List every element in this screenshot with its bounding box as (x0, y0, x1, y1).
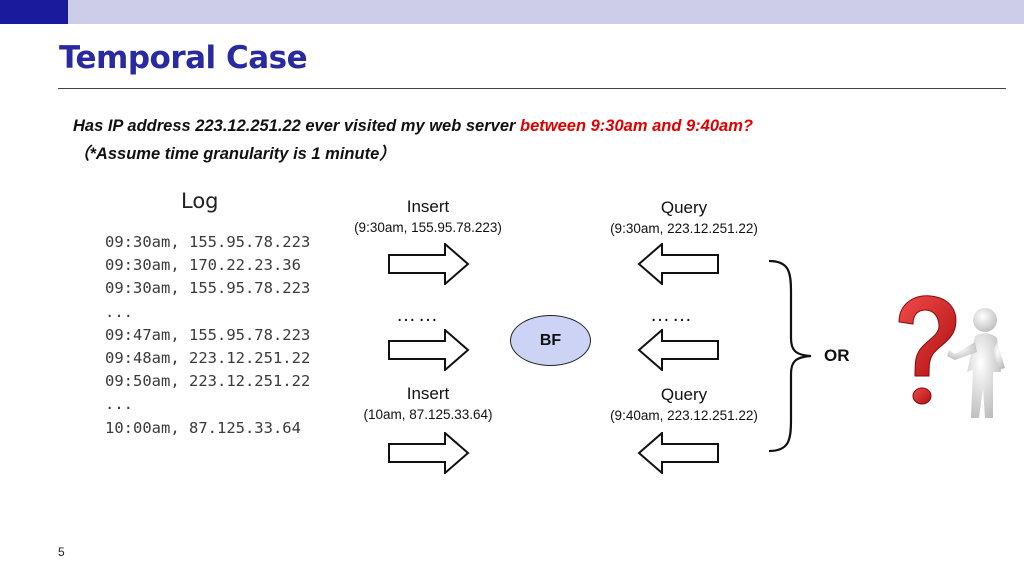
query-bottom-title: Query (660, 385, 708, 404)
right-curly-brace-icon (768, 259, 812, 453)
query-arrow-icon (637, 243, 719, 285)
or-label: OR (824, 346, 850, 365)
log-line: 09:48am, 223.12.251.22 (105, 348, 311, 367)
log-line: 09:30am, 155.95.78.223 (105, 233, 311, 251)
page-number: 5 (58, 545, 65, 559)
insert-arrow-icon (388, 329, 470, 371)
slide-title: Temporal Case (59, 40, 308, 76)
log-line: ... (105, 395, 133, 414)
insert-top-detail: (9:30am, 155.95.78.223) (354, 220, 502, 235)
insert-bottom-title: Insert (406, 384, 450, 403)
query-top-title: Query (660, 198, 708, 217)
insert-arrow-icon (388, 432, 470, 474)
query-top-label: Query (9:30am, 223.12.251.22) (591, 198, 777, 236)
log-line: 09:47am, 155.95.78.223 (105, 325, 311, 344)
insert-ellipsis: …… (396, 304, 440, 326)
assumption-text: （*Assume time granularity is 1 minute） (73, 145, 396, 163)
person-with-question-mark-icon (877, 292, 1021, 423)
query-top-detail: (9:30am, 223.12.251.22) (610, 221, 758, 236)
top-banner (0, 0, 1024, 24)
insert-top-label: Insert (9:30am, 155.95.78.223) (335, 197, 521, 235)
top-banner-accent (0, 0, 68, 24)
query-arrow-icon (637, 329, 719, 371)
insert-bottom-label: Insert (10am, 87.125.33.64) (335, 384, 521, 422)
query-arrow-icon (637, 432, 719, 474)
question-text: Has IP address 223.12.251.22 ever visite… (73, 117, 753, 136)
log-list: 09:30am, 155.95.78.223 09:30am, 170.22.2… (105, 231, 310, 440)
insert-top-title: Insert (406, 197, 450, 216)
title-divider (58, 88, 1006, 89)
bloom-filter-node: BF (510, 315, 591, 366)
log-line: ... (105, 302, 133, 321)
insert-arrow-icon (388, 243, 470, 285)
query-bottom-label: Query (9:40am, 223.12.251.22) (591, 385, 777, 423)
log-line: 09:30am, 155.95.78.223 (105, 279, 311, 298)
query-ellipsis: …… (650, 304, 694, 326)
insert-bottom-detail: (10am, 87.125.33.64) (363, 407, 493, 422)
log-line: 09:50am, 223.12.251.22 (105, 372, 311, 391)
question-prefix: Has IP address 223.12.251.22 ever visite… (73, 117, 521, 135)
query-bottom-detail: (9:40am, 223.12.251.22) (610, 408, 758, 423)
log-line: 09:30am, 170.22.23.36 (105, 256, 301, 275)
question-highlight: between 9:30am and 9:40am? (520, 117, 753, 135)
log-title: Log (181, 189, 219, 213)
log-line: 10:00am, 87.125.33.64 (105, 418, 301, 437)
